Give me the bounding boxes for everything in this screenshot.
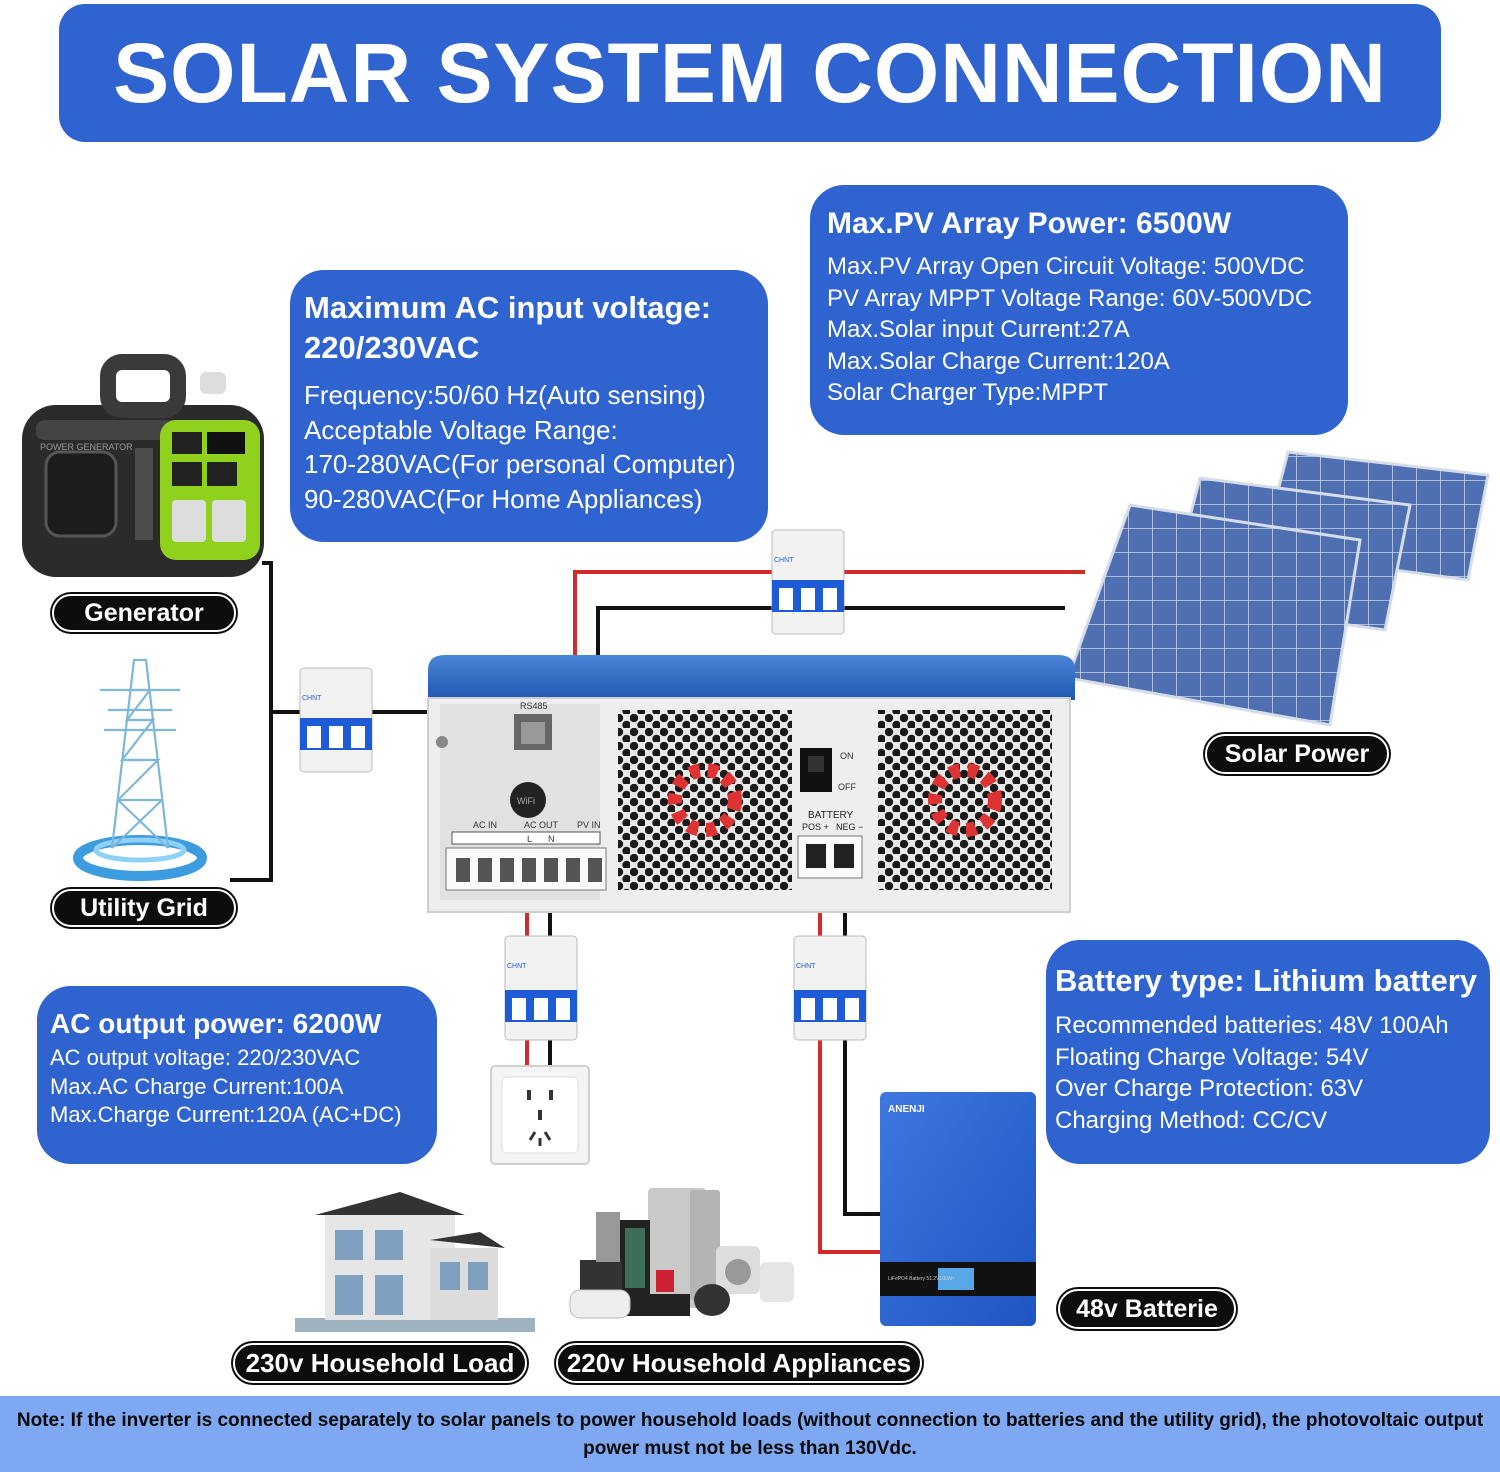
battery-illustration: ANENJI LiFePO4 Battery 51.2V100Ah <box>880 1092 1036 1326</box>
breaker-pv-input: CHNT <box>771 529 845 635</box>
pv-line: Max.Solar input Current:27A <box>827 316 1130 343</box>
battery-wire-positive <box>818 862 880 1254</box>
svg-text:WiFi: WiFi <box>517 796 535 806</box>
battery-line: Floating Charge Voltage: 54V <box>1055 1043 1369 1071</box>
svg-text:ON: ON <box>840 751 854 761</box>
svg-text:CHNT: CHNT <box>302 695 322 702</box>
battery-line: Charging Method: CC/CV <box>1055 1106 1328 1134</box>
ac-input-line: 90-280VAC(For Home Appliances) <box>304 483 703 514</box>
ac-output-heading: AC output power: 6200W <box>50 1008 382 1039</box>
house-illustration <box>295 1192 535 1332</box>
ac-input-line: Acceptable Voltage Range: <box>304 414 618 445</box>
solar-panels-illustration <box>1065 450 1490 727</box>
svg-text:PV IN: PV IN <box>577 820 601 830</box>
pv-spec-panel: Max.PV Array Power: 6500W Max.PV Array O… <box>810 185 1348 435</box>
note-bar: Note: If the inverter is connected separ… <box>0 1396 1500 1472</box>
pv-heading: Max.PV Array Power: 6500W <box>827 207 1232 240</box>
svg-text:AC IN: AC IN <box>473 820 497 830</box>
pv-line: PV Array MPPT Voltage Range: 60V-500VDC <box>827 284 1313 312</box>
svg-text:ANENJI: ANENJI <box>888 1104 925 1115</box>
utility-grid-label: Utility Grid <box>52 889 236 927</box>
battery-heading: Battery type: Lithium battery <box>1055 963 1478 998</box>
ac-input-line: 170-280VAC(For personal Computer) <box>304 449 736 479</box>
svg-text:AC OUT: AC OUT <box>524 820 559 830</box>
svg-text:BATTERY: BATTERY <box>808 810 854 821</box>
battery-spec-panel: Battery type: Lithium battery Recommende… <box>1046 940 1490 1164</box>
rs485-label: RS485 <box>520 701 548 711</box>
ac-input-line: Frequency:50/60 Hz(Auto sensing) <box>304 380 706 410</box>
svg-text:POWER GENERATOR: POWER GENERATOR <box>40 442 133 452</box>
generator-wire <box>262 561 303 714</box>
appliances-illustration <box>569 1188 794 1319</box>
ac-output-line: Max.AC Charge Current:100A <box>50 1073 344 1099</box>
svg-text:CHNT: CHNT <box>774 557 794 564</box>
household-load-label: 230v Household Load <box>233 1343 527 1383</box>
solar-power-label: Solar Power <box>1205 734 1389 774</box>
svg-text:L: L <box>527 834 532 844</box>
utility-grid-illustration <box>73 658 207 881</box>
generator-label: Generator <box>52 594 236 632</box>
ac-output-line: AC output voltage: 220/230VAC <box>50 1045 361 1070</box>
battery-line: Over Charge Protection: 63V <box>1055 1075 1364 1102</box>
page-title: SOLAR SYSTEM CONNECTION <box>113 25 1387 120</box>
household-appliances-label: 220v Household Appliances <box>556 1343 922 1383</box>
ac-output-line: Max.Charge Current:120A (AC+DC) <box>50 1102 402 1127</box>
breaker-ac-input: CHNT <box>299 667 373 773</box>
breaker-ac-output: CHNT <box>504 935 578 1041</box>
pv-line: Max.PV Array Open Circuit Voltage: 500VD… <box>827 253 1305 280</box>
pv-line: Solar Charger Type:MPPT <box>827 379 1109 406</box>
wall-socket-illustration <box>490 1065 590 1165</box>
svg-text:CHNT: CHNT <box>507 963 527 970</box>
svg-text:CHNT: CHNT <box>796 963 816 970</box>
svg-text:POS +: POS + <box>802 822 829 832</box>
note-line-1: Note: If the inverter is connected separ… <box>16 1410 1301 1431</box>
ac-input-heading-line2: 220/230VAC <box>304 330 480 365</box>
battery-line: Recommended batteries: 48V 100Ah <box>1055 1012 1449 1039</box>
svg-text:OFF: OFF <box>838 782 856 792</box>
title-banner: SOLAR SYSTEM CONNECTION <box>59 4 1441 142</box>
svg-text:NEG −: NEG − <box>836 822 863 832</box>
grid-wire <box>230 712 273 882</box>
pv-line: Max.Solar Charge Current:120A <box>827 347 1170 375</box>
note-line-2: photovoltaic output power must not be le… <box>583 1410 1484 1459</box>
inverter-illustration: RS485 WiFi AC IN AC OUT PV IN L N ON OFF… <box>427 655 1075 913</box>
ac-input-heading-line1: Maximum AC input voltage: <box>304 290 712 325</box>
svg-text:N: N <box>548 834 555 844</box>
ac-output-spec-panel: AC output power: 6200W AC output voltage… <box>37 986 437 1164</box>
generator-illustration: POWER GENERATOR <box>22 354 264 577</box>
breaker-battery: CHNT <box>793 935 867 1041</box>
ac-input-spec-panel: Maximum AC input voltage: 220/230VAC Fre… <box>290 270 768 542</box>
svg-text:LiFePO4 Battery 51.2V100Ah: LiFePO4 Battery 51.2V100Ah <box>888 1276 954 1282</box>
battery-label: 48v Batterie <box>1058 1289 1236 1329</box>
